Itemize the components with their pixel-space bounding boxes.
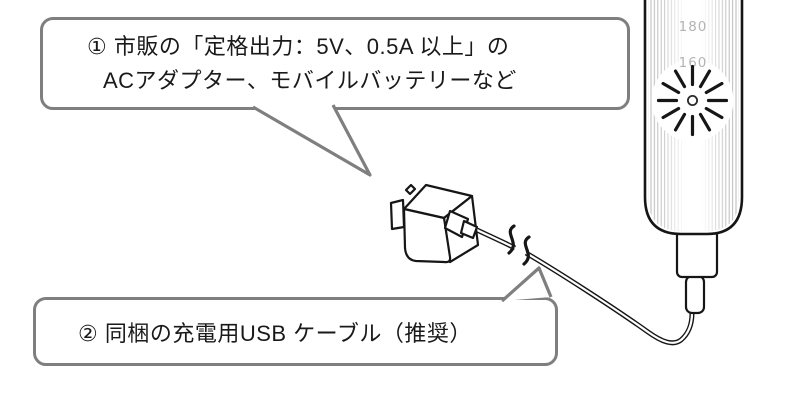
ac-adapter-illustration	[389, 183, 480, 264]
callout-usb-cable: ② 同梱の充電用USB ケーブル（推奨）	[33, 297, 558, 366]
device-illustration: 180 160	[643, 0, 744, 236]
cable-break-mark-icon	[507, 224, 531, 266]
adapter-top-notch	[404, 183, 417, 196]
usb-cable-illustration	[475, 224, 695, 346]
callout-usb-cable-text: ② 同梱の充電用USB ケーブル（推奨）	[78, 320, 472, 346]
device-usb-connector	[675, 228, 719, 315]
adapter-front-face	[402, 207, 452, 264]
connector-housing	[675, 228, 719, 279]
callout-ac-adapter-line2: ACアダプター、モバイルバッテリーなど	[103, 68, 517, 93]
blinking-starburst-icon	[656, 64, 729, 137]
callout-ac-adapter-line1: ① 市販の「定格出力：5V、0.5A 以上」の	[87, 34, 510, 59]
connector-boot	[684, 274, 706, 315]
temp-mark-180: 180	[679, 19, 708, 35]
indicator-led	[687, 95, 699, 107]
adapter-prong	[389, 198, 406, 231]
temp-mark-160: 160	[679, 55, 708, 71]
usb-plug	[443, 209, 479, 240]
callout-ac-adapter: ① 市販の「定格出力：5V、0.5A 以上」の ACアダプター、モバイルバッテリ…	[40, 17, 630, 110]
